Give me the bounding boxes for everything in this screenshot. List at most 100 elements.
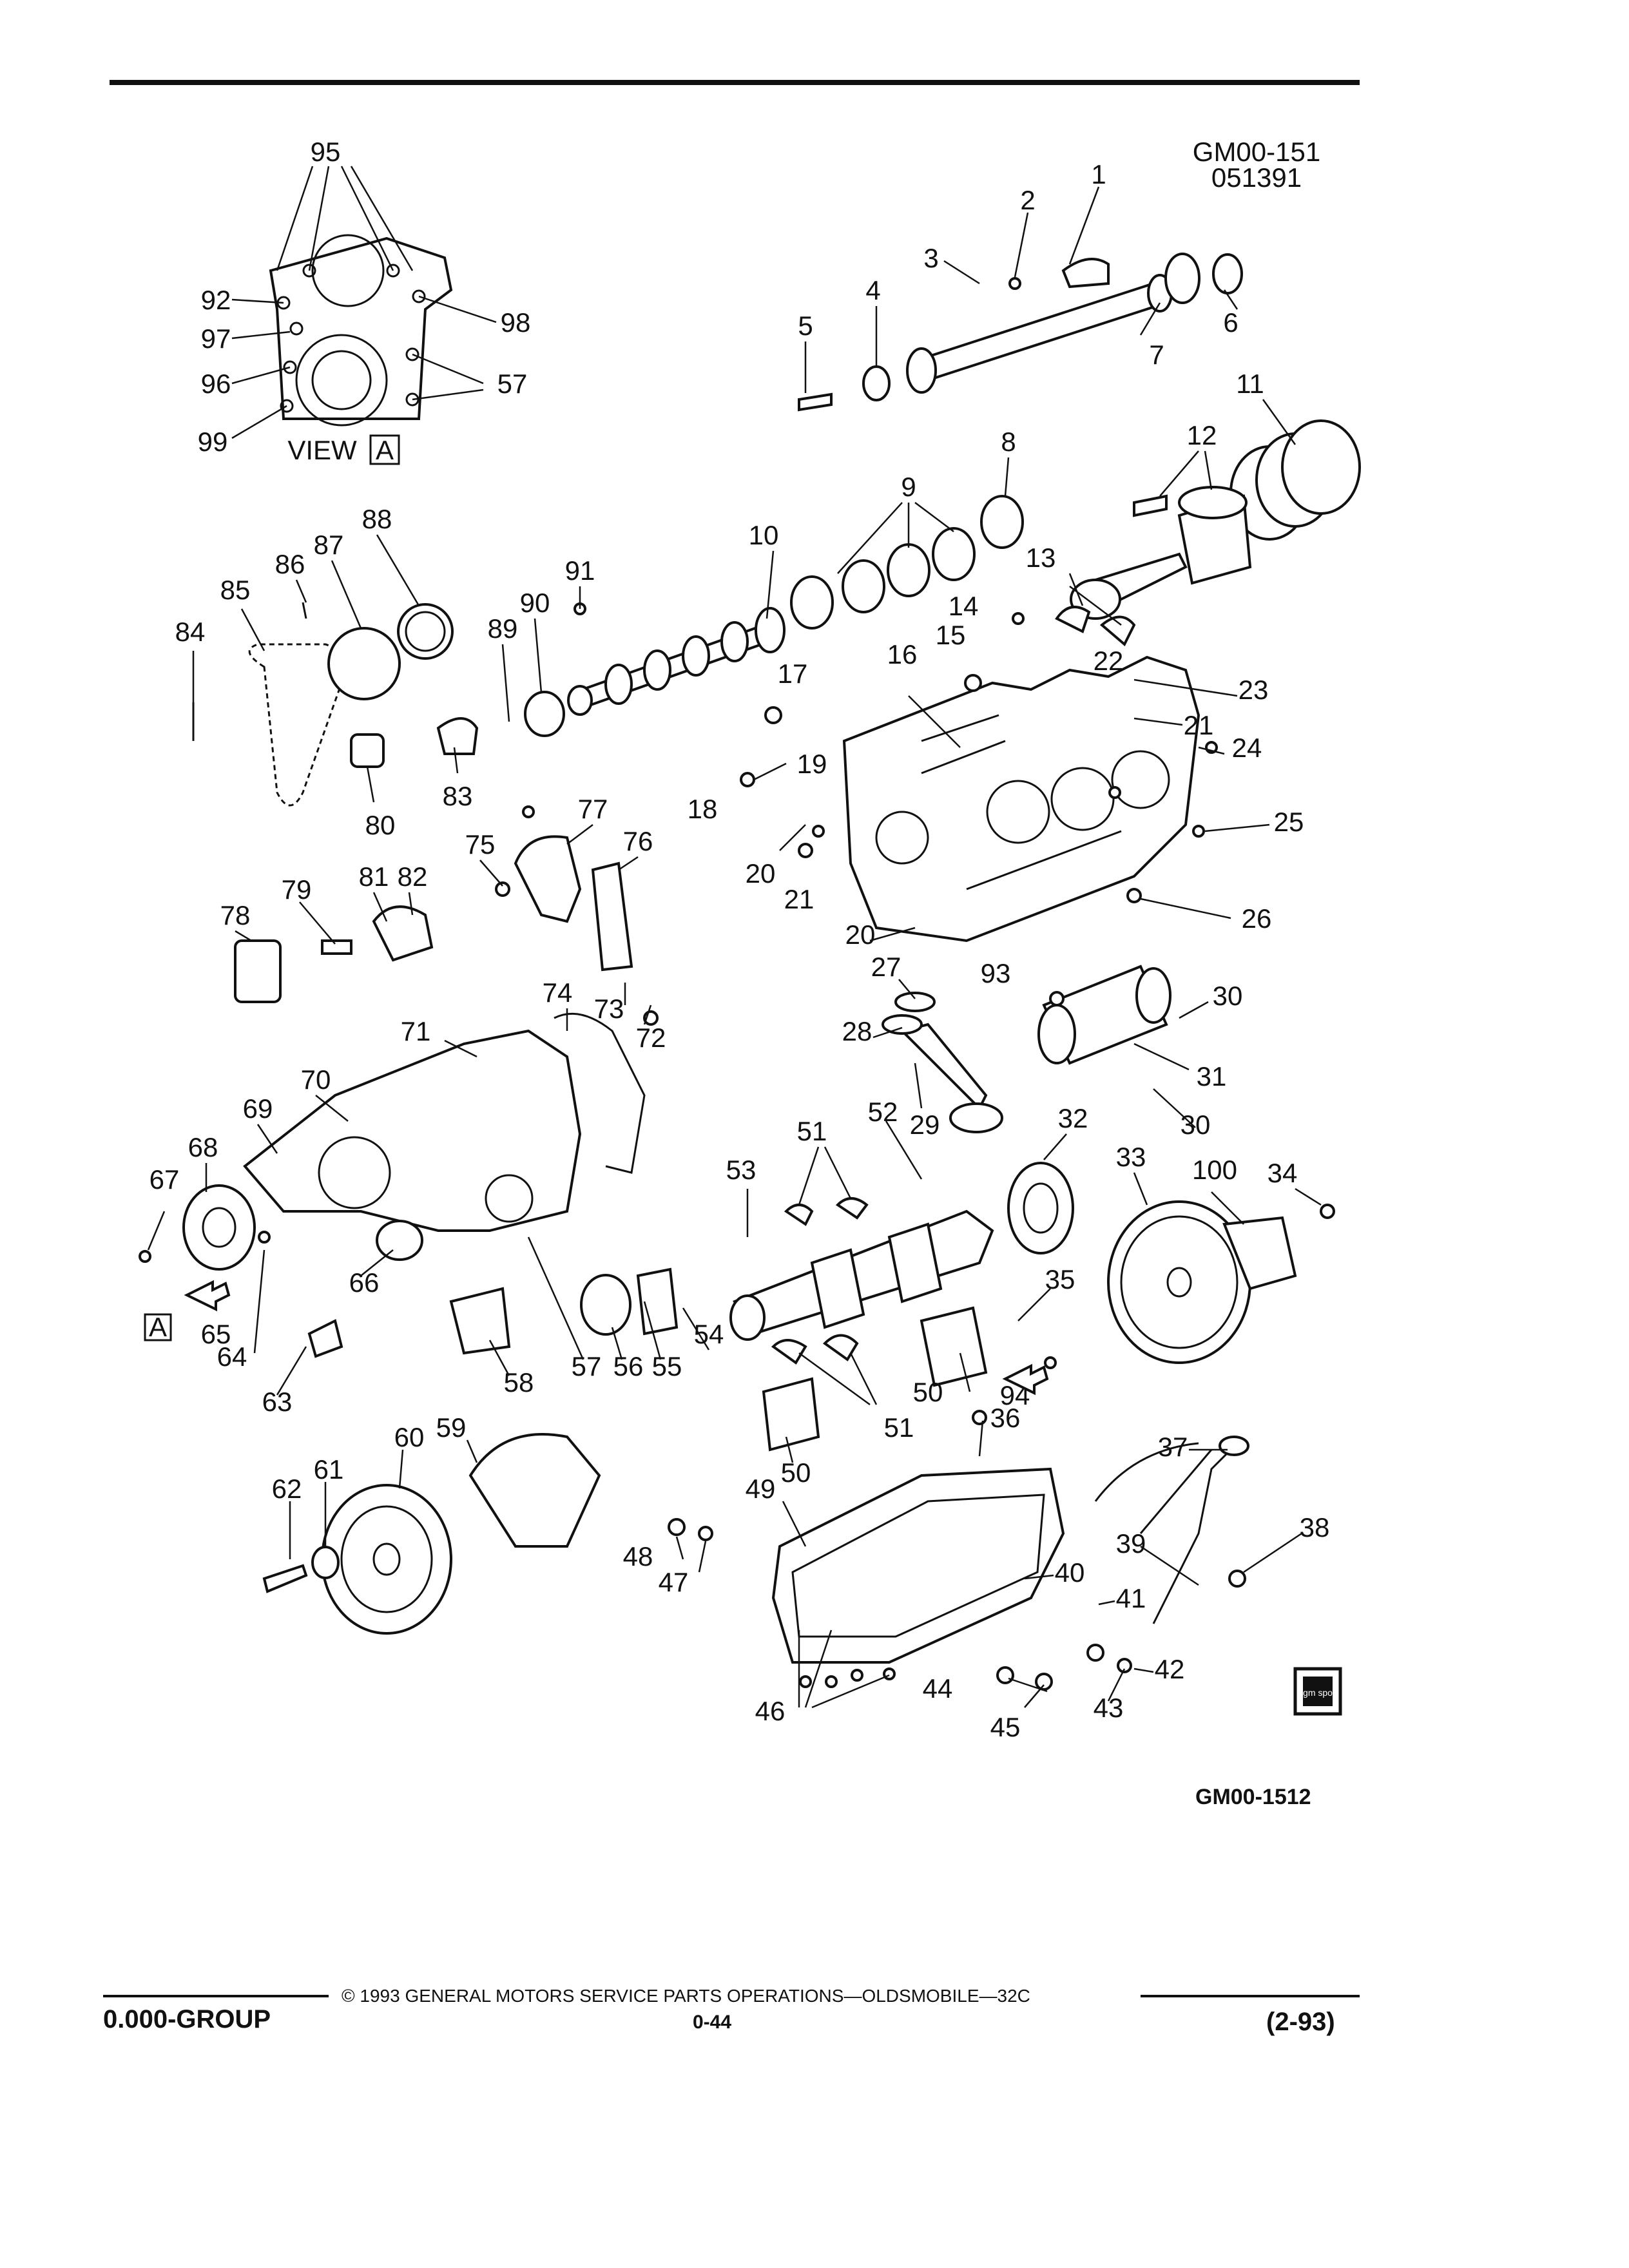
callout-label: 87 — [314, 530, 344, 560]
figure-date-code: 051391 — [1211, 162, 1302, 193]
front-cover-and-water-pump — [182, 1012, 646, 1271]
callout-label: 93 — [981, 958, 1011, 988]
callout-label: 10 — [749, 520, 779, 550]
callout-label: 95 — [311, 137, 341, 167]
callout-label: 34 — [1268, 1158, 1298, 1188]
footer-date: (2-93) — [1266, 2008, 1335, 2036]
view-a-label: VIEW — [287, 435, 357, 465]
callout-label: 42 — [1155, 1654, 1185, 1684]
callout-label: 38 — [1300, 1512, 1330, 1542]
callout-label: 25 — [1274, 807, 1304, 837]
balance-shaft-assembly — [798, 253, 1243, 412]
callout-label: 78 — [220, 900, 251, 930]
leader-lines — [147, 166, 1322, 1709]
callout-label: 15 — [936, 620, 966, 650]
callout-label: 35 — [1045, 1264, 1075, 1294]
callout-label: 52 — [868, 1097, 898, 1127]
callout-label: 92 — [201, 285, 231, 315]
callout-label: 91 — [565, 555, 595, 586]
gm-spo-logo: gm spo — [1293, 1667, 1342, 1716]
misc-sensors-and-seals — [307, 1267, 679, 1358]
camshaft-bearings — [790, 527, 976, 629]
callout-label: 72 — [636, 1023, 666, 1053]
callout-label: 83 — [443, 781, 473, 811]
callout-label: 55 — [652, 1351, 682, 1381]
main-bearing-caps — [762, 1306, 988, 1452]
callout-label: 29 — [910, 1110, 940, 1140]
callout-label: 74 — [543, 977, 573, 1008]
callout-label: 31 — [1197, 1061, 1227, 1091]
callout-label: 1 — [1091, 159, 1106, 189]
callout-label: 51 — [797, 1116, 827, 1146]
callout-label: 82 — [398, 861, 428, 892]
callout-label: 80 — [365, 810, 396, 840]
engine-block — [842, 655, 1200, 943]
callout-label: 2 — [1020, 185, 1035, 215]
callout-label: 23 — [1239, 675, 1269, 705]
callout-label: 81 — [359, 861, 389, 892]
view-a-box — [369, 434, 400, 465]
callout-label: 70 — [301, 1064, 331, 1095]
callout-label: 65 — [201, 1319, 231, 1349]
callout-label: 56 — [613, 1351, 644, 1381]
callout-label: 30 — [1181, 1110, 1211, 1140]
figure-id-bottom: GM00-1512 — [1195, 1785, 1311, 1809]
callout-label: 37 — [1158, 1432, 1188, 1462]
timing-chain-and-sprockets — [192, 602, 479, 807]
callout-label: 8 — [1001, 427, 1016, 457]
oil-pump-pickup — [882, 992, 1003, 1133]
callout-label: 41 — [1116, 1583, 1146, 1613]
callout-label: 50 — [913, 1377, 943, 1407]
callout-label: 49 — [746, 1474, 776, 1504]
callout-label: 88 — [362, 504, 392, 534]
callout-labels: 1 2 3 4 5 6 7 8 9 10 11 12 13 14 15 16 1… — [149, 137, 1330, 1742]
callout-label: 61 — [314, 1454, 344, 1485]
callout-label: 36 — [990, 1403, 1021, 1433]
arrow-a-letter: A — [149, 1312, 167, 1342]
callout-label: 7 — [1149, 340, 1164, 370]
callout-label: 96 — [201, 369, 231, 399]
svg-text:gm spo: gm spo — [1303, 1687, 1333, 1698]
callout-label: 3 — [923, 243, 938, 273]
callout-label: 28 — [842, 1016, 872, 1046]
callout-label: 59 — [436, 1412, 467, 1443]
callout-label: 90 — [520, 588, 550, 618]
callout-label: 97 — [201, 323, 231, 354]
callout-label: 24 — [1232, 733, 1262, 763]
crankshaft-balancer-pulley — [262, 1433, 601, 1635]
callout-label: 76 — [623, 826, 653, 856]
callout-label: 40 — [1055, 1557, 1085, 1588]
callout-label: 16 — [887, 639, 918, 669]
callout-label: 73 — [594, 994, 624, 1024]
callout-label: 79 — [282, 874, 312, 905]
callout-label: 85 — [220, 575, 251, 605]
callout-label: 39 — [1116, 1528, 1146, 1559]
callout-label: 27 — [871, 952, 901, 982]
callout-label: 43 — [1094, 1693, 1124, 1723]
callout-label: 53 — [726, 1155, 757, 1185]
callout-label: 44 — [923, 1673, 953, 1704]
callout-label: 68 — [188, 1132, 218, 1162]
camshaft — [524, 607, 786, 737]
callout-label: 98 — [501, 307, 531, 338]
footer-copyright: © 1993 GENERAL MOTORS SERVICE PARTS OPER… — [342, 1986, 1030, 2006]
arrow-a-box — [144, 1313, 172, 1341]
flywheel — [1107, 1200, 1297, 1364]
callout-label: 63 — [262, 1387, 293, 1417]
callout-label: 58 — [504, 1367, 534, 1398]
view-a-timing-cover — [269, 234, 453, 427]
crankshaft — [729, 1162, 1074, 1341]
callout-label: 4 — [865, 275, 880, 305]
callout-label: 45 — [990, 1712, 1021, 1742]
callout-label: 20 — [746, 858, 776, 889]
callout-label: 12 — [1187, 420, 1217, 450]
callout-label: 60 — [394, 1422, 425, 1452]
callout-label: 48 — [623, 1541, 653, 1571]
callout-label: 54 — [694, 1319, 724, 1349]
callout-label: 86 — [275, 549, 305, 579]
callout-label: 71 — [401, 1016, 431, 1046]
callout-label: 77 — [578, 794, 608, 824]
arrow-94-icon — [1002, 1363, 1049, 1396]
callout-label: 21 — [1184, 710, 1214, 740]
